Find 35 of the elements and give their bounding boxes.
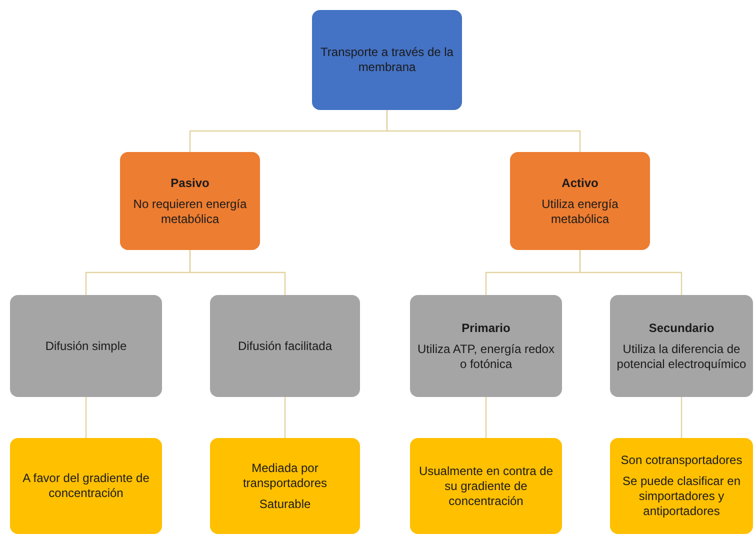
note-box: [410, 438, 562, 534]
connector-line: [579, 250, 682, 295]
box-text: Difusión simple: [45, 338, 127, 354]
type-box: [210, 295, 360, 397]
box-text: Utiliza ATP, energía redox o fotónica: [416, 342, 556, 372]
box-text: Usualmente en contra de su gradiente de concentración: [418, 464, 554, 508]
box-text: Saturable: [259, 496, 311, 512]
connector-line: [386, 110, 581, 152]
type-box: [10, 295, 162, 397]
connector-line: [680, 397, 682, 438]
box-text: Utiliza energía metabólica: [540, 196, 620, 226]
note-box: [210, 438, 360, 534]
box-heading: Son cotransportadores: [620, 453, 742, 468]
connector-line: [485, 397, 487, 438]
note-box: [10, 438, 162, 534]
box-text: No requieren energía metabólica: [132, 196, 248, 226]
box-text: Se puede clasificar en simportadores y antiportadores: [621, 474, 742, 519]
connector-line: [189, 250, 286, 295]
category-box: [120, 152, 260, 250]
category-box: [510, 152, 650, 250]
box-text: Utiliza la diferencia de potencial electroquímico: [616, 342, 748, 372]
box-text: Difusión facilitada: [238, 338, 332, 354]
box-heading: Primario: [462, 320, 510, 336]
box-heading: Mediada por transportadores: [242, 460, 328, 490]
box-heading: Pasivo: [170, 176, 210, 190]
connector-line: [85, 397, 87, 438]
note-box: [610, 438, 753, 534]
box-text: Transporte a través de la membrana: [320, 45, 454, 75]
type-box: [410, 295, 562, 397]
box-text: A favor del gradiente de concentración: [22, 471, 150, 501]
box-heading: Secundario: [648, 320, 714, 336]
type-box: [610, 295, 753, 397]
connector-line: [284, 397, 286, 438]
title-box: [312, 10, 462, 110]
box-heading: Activo: [562, 176, 598, 190]
